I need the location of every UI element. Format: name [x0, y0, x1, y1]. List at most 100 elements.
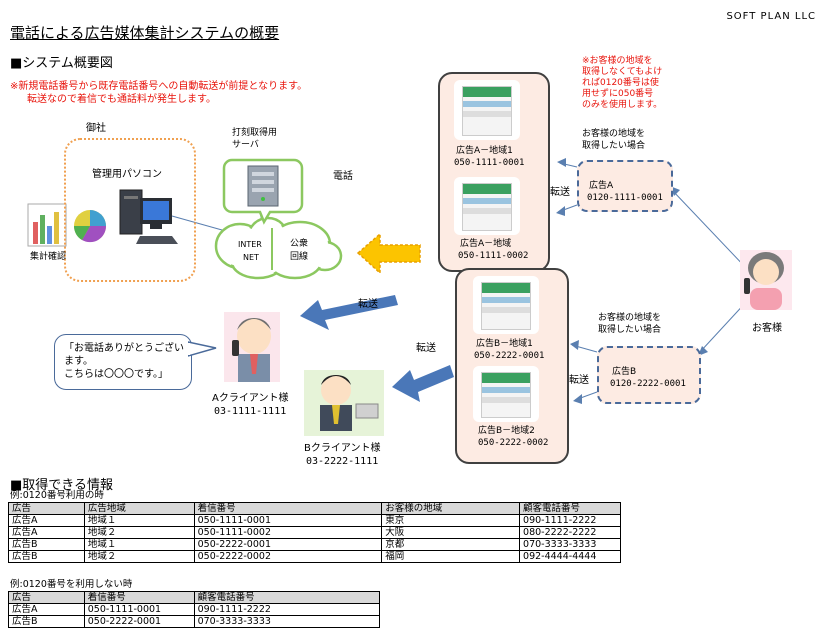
- client-b-name: Bクライアント様: [304, 443, 381, 454]
- table-header-cell: 顧客電話番号: [519, 502, 621, 515]
- arrowhead-transfer-b1: [570, 340, 579, 350]
- free-dial-a-number: 0120-1111-0001: [587, 193, 663, 203]
- ad-a1-number: 050-1111-0001: [454, 158, 525, 168]
- company-box: [64, 138, 196, 282]
- yellow-arrow: [356, 232, 421, 275]
- ad-a1-flyer-icon: [454, 80, 520, 140]
- arrowhead-transfer-a1: [557, 158, 566, 167]
- table-cell: 地域２: [83, 526, 195, 539]
- customer-label: お客様: [752, 323, 782, 334]
- table-cell: 090-1111-2222: [519, 514, 621, 527]
- table-cell: 050-2222-0002: [193, 550, 383, 563]
- blue-arrow-to-client-a: [300, 295, 398, 330]
- table-cell: 090-1111-2222: [193, 603, 381, 616]
- transfer-label-client-b: 転送: [416, 343, 436, 354]
- note-line-1: ※新規電話番号から既存電話番号への自動転送が前提となります。: [10, 81, 308, 92]
- table-cell: 092-4444-4444: [519, 550, 621, 563]
- table-header-cell: 顧客電話番号: [193, 591, 381, 604]
- arrowhead-transfer-a2: [556, 206, 565, 216]
- table-cell: 050-1111-0001: [83, 603, 195, 616]
- free-dial-b-name: 広告B: [612, 367, 637, 377]
- table-cell: 大阪: [381, 526, 521, 539]
- table-cell: 広告B: [8, 615, 85, 628]
- region-note-b: お客様の地域を 取得したい場合: [598, 313, 662, 335]
- section-heading-info: ■取得できる情報: [10, 478, 114, 493]
- pie-chart-icon: [73, 210, 107, 243]
- example-1-label: 例:0120番号利用の時: [10, 490, 104, 501]
- free-dial-b-box: [597, 346, 701, 404]
- ad-b1-flyer-icon: [473, 276, 539, 334]
- phone-label: 電話: [333, 171, 353, 182]
- server-icon: [247, 165, 279, 207]
- table-header-cell: 広告: [8, 502, 85, 515]
- table-header-cell: 広告: [8, 591, 85, 604]
- table-cell: 広告B: [8, 550, 85, 563]
- ad-b1-name: 広告B－地域1: [476, 339, 533, 349]
- table-cell: 地域１: [83, 538, 195, 551]
- ad-a1-name: 広告A－地域1: [456, 146, 513, 156]
- public-line-label-1: 公衆: [290, 239, 309, 249]
- speech-text: 「お電話ありがとうござい ます。 こちらは〇〇〇です。」: [64, 343, 184, 380]
- ad-a2-flyer-icon: [454, 177, 520, 235]
- client-b-figure: [304, 370, 384, 436]
- table-cell: 080-2222-2222: [519, 526, 621, 539]
- free-dial-b-number: 0120-2222-0001: [610, 379, 686, 389]
- computer-icon: [119, 189, 178, 244]
- page-title: 電話による広告媒体集計システムの概要: [10, 24, 280, 42]
- bar-chart-icon: [27, 203, 67, 247]
- internet-label-2: NET: [243, 253, 259, 262]
- company-name: SOFT PLAN LLC: [726, 11, 816, 22]
- red-note: ※お客様の地域を 取得しなくてもよけ れば0120番号は使 用せずに050番号 …: [582, 56, 663, 110]
- transfer-label-a: 転送: [550, 187, 570, 198]
- note-line-2: 転送なので着信でも通話料が発生します。: [27, 94, 216, 105]
- server-label-1: 打刻取得用: [232, 128, 278, 138]
- arrowhead-transfer-b2: [573, 394, 582, 404]
- table-cell: 広告A: [8, 603, 85, 616]
- free-dial-a-name: 広告A: [589, 181, 614, 191]
- client-b-number: 03-2222-1111: [306, 456, 379, 467]
- table-cell: 050-2222-0001: [193, 538, 383, 551]
- client-a-figure: [224, 312, 280, 382]
- table-cell: 東京: [381, 514, 521, 527]
- table-header-cell: 着信番号: [83, 591, 195, 604]
- table-header-cell: 着信番号: [193, 502, 383, 515]
- diagram-canvas: [27, 158, 792, 436]
- customer-figure: [740, 250, 792, 310]
- table-cell: 広告B: [8, 538, 85, 551]
- server-label-2: サーバ: [232, 140, 259, 150]
- example-2-label: 例:0120番号を利用しない時: [10, 579, 133, 590]
- transfer-label-b: 転送: [569, 375, 589, 386]
- table-cell: 福岡: [381, 550, 521, 563]
- table-cell: 070-3333-3333: [193, 615, 381, 628]
- blue-arrow-to-client-b: [392, 365, 454, 402]
- ad-b2-number: 050-2222-0002: [478, 438, 549, 448]
- ad-a2-name: 広告A－地域: [460, 239, 512, 249]
- internet-label-1: INTER: [238, 240, 262, 249]
- speech-bubble: [54, 334, 192, 390]
- table-cell: 050-1111-0002: [193, 526, 383, 539]
- client-a-number: 03-1111-1111: [214, 406, 287, 417]
- tally-label: 集計確認: [30, 252, 67, 262]
- table-header-cell: お客様の地域: [381, 502, 521, 515]
- transfer-label-client-a: 転送: [358, 299, 378, 310]
- table-cell: 地域１: [83, 514, 195, 527]
- table-cell: 京都: [381, 538, 521, 551]
- public-line-label-2: 回線: [290, 252, 309, 262]
- ad-b2-name: 広告B－地域2: [478, 426, 535, 436]
- company-label: 御社: [86, 123, 106, 134]
- table-cell: 070-3333-3333: [519, 538, 621, 551]
- table-cell: 広告A: [8, 514, 85, 527]
- table-cell: 広告A: [8, 526, 85, 539]
- section-heading-overview: ■システム概要図: [10, 56, 113, 71]
- free-dial-a-box: [577, 160, 673, 212]
- client-a-name: Aクライアント様: [212, 393, 289, 404]
- table-cell: 050-1111-0001: [193, 514, 383, 527]
- ad-a2-number: 050-1111-0002: [458, 251, 529, 261]
- table-header-cell: 広告地域: [83, 502, 195, 515]
